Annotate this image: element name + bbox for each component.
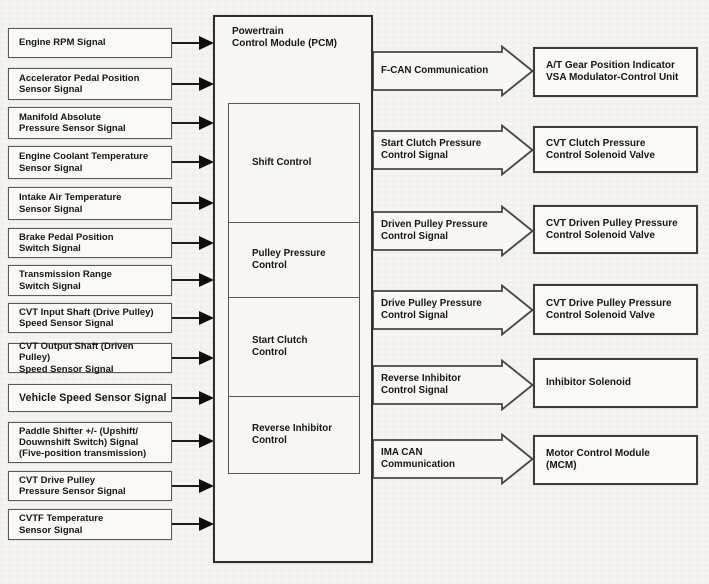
input-box-brake-pedal: Brake Pedal Position Switch Signal: [8, 228, 172, 258]
arrow-right-icon: [172, 155, 214, 169]
arrow-right-icon: [172, 77, 214, 91]
arrow-right-icon: [172, 311, 214, 325]
output-signal-label: Driven Pulley Pressure Control Signal: [381, 219, 488, 242]
output-box-cvt-clutch-solenoid: CVT Clutch Pressure Control Solenoid Val…: [533, 126, 698, 173]
output-signal-label: Start Clutch Pressure Control Signal: [381, 138, 482, 161]
arrow-right-icon: [172, 479, 214, 493]
block-arrow-right-icon: Start Clutch Pressure Control Signal: [373, 124, 534, 176]
block-arrow-right-icon: Reverse Inhibitor Control Signal: [373, 359, 534, 411]
input-box-intake-air-temp: Intake Air Temperature Sensor Signal: [8, 187, 172, 220]
output-box-inhibitor-solenoid: Inhibitor Solenoid: [533, 358, 698, 408]
arrow-right-icon: [172, 434, 214, 448]
output-box-driven-pulley-solenoid: CVT Driven Pulley Pressure Control Solen…: [533, 205, 698, 254]
arrow-right-icon: [172, 196, 214, 210]
arrow-right-icon: [172, 116, 214, 130]
input-box-engine-rpm: Engine RPM Signal: [8, 28, 172, 58]
output-signal-label: Reverse Inhibitor Control Signal: [381, 373, 462, 396]
input-box-cvtf-temp: CVTF Temperature Sensor Signal: [8, 509, 172, 540]
pcm-section-start-clutch-control: Start Clutch Control: [228, 297, 360, 397]
arrow-right-icon: [172, 273, 214, 287]
arrow-right-icon: [172, 391, 214, 405]
input-box-transmission-range: Transmission Range Switch Signal: [8, 265, 172, 296]
arrow-right-icon: [172, 351, 214, 365]
input-box-cvt-input-shaft: CVT Input Shaft (Drive Pulley) Speed Sen…: [8, 303, 172, 333]
pcm-section-reverse-inhibitor-control: Reverse Inhibitor Control: [228, 395, 360, 474]
input-box-cvt-drive-pulley-pressure: CVT Drive Pulley Pressure Sensor Signal: [8, 471, 172, 501]
arrow-right-icon: [172, 236, 214, 250]
output-box-motor-control-module: Motor Control Module (MCM): [533, 435, 698, 485]
input-box-cvt-output-shaft: CVT Output Shaft (Driven Pulley) Speed S…: [8, 341, 172, 375]
block-arrow-right-icon: Drive Pulley Pressure Control Signal: [373, 284, 534, 336]
pcm-title: Powertrain Control Module (PCM): [232, 26, 337, 49]
arrow-right-icon: [172, 36, 214, 50]
block-arrow-right-icon: IMA CAN Communication: [373, 433, 534, 485]
output-signal-label: Drive Pulley Pressure Control Signal: [381, 298, 482, 321]
pcm-section-pulley-pressure-control: Pulley Pressure Control: [228, 221, 360, 299]
pcm-section-shift-control: Shift Control: [228, 103, 360, 223]
output-box-gear-indicator-vsa: A/T Gear Position Indicator VSA Modulato…: [533, 47, 698, 97]
pcm-module-box: Powertrain Control Module (PCM) Shift Co…: [213, 15, 373, 563]
input-box-coolant-temp: Engine Coolant Temperature Sensor Signal: [8, 146, 172, 179]
output-signal-label: F-CAN Communication: [381, 65, 489, 77]
input-box-vehicle-speed: Vehicle Speed Sensor Signal: [8, 384, 172, 412]
output-box-drive-pulley-solenoid: CVT Drive Pulley Pressure Control Soleno…: [533, 284, 698, 335]
arrow-right-icon: [172, 517, 214, 531]
block-arrow-right-icon: Driven Pulley Pressure Control Signal: [373, 205, 534, 257]
pcm-control-sections: Shift Control Pulley Pressure Control St…: [228, 103, 360, 474]
input-box-paddle-shifter: Paddle Shifter +/- (Upshift/ Douwnshift …: [8, 422, 172, 463]
input-box-accelerator-pedal: Accelerator Pedal Position Sensor Signal: [8, 68, 172, 100]
output-signal-label: IMA CAN Communication: [381, 447, 456, 470]
block-arrow-right-icon: F-CAN Communication: [373, 45, 534, 97]
input-box-manifold-pressure: Manifold Absolute Pressure Sensor Signal: [8, 107, 172, 139]
